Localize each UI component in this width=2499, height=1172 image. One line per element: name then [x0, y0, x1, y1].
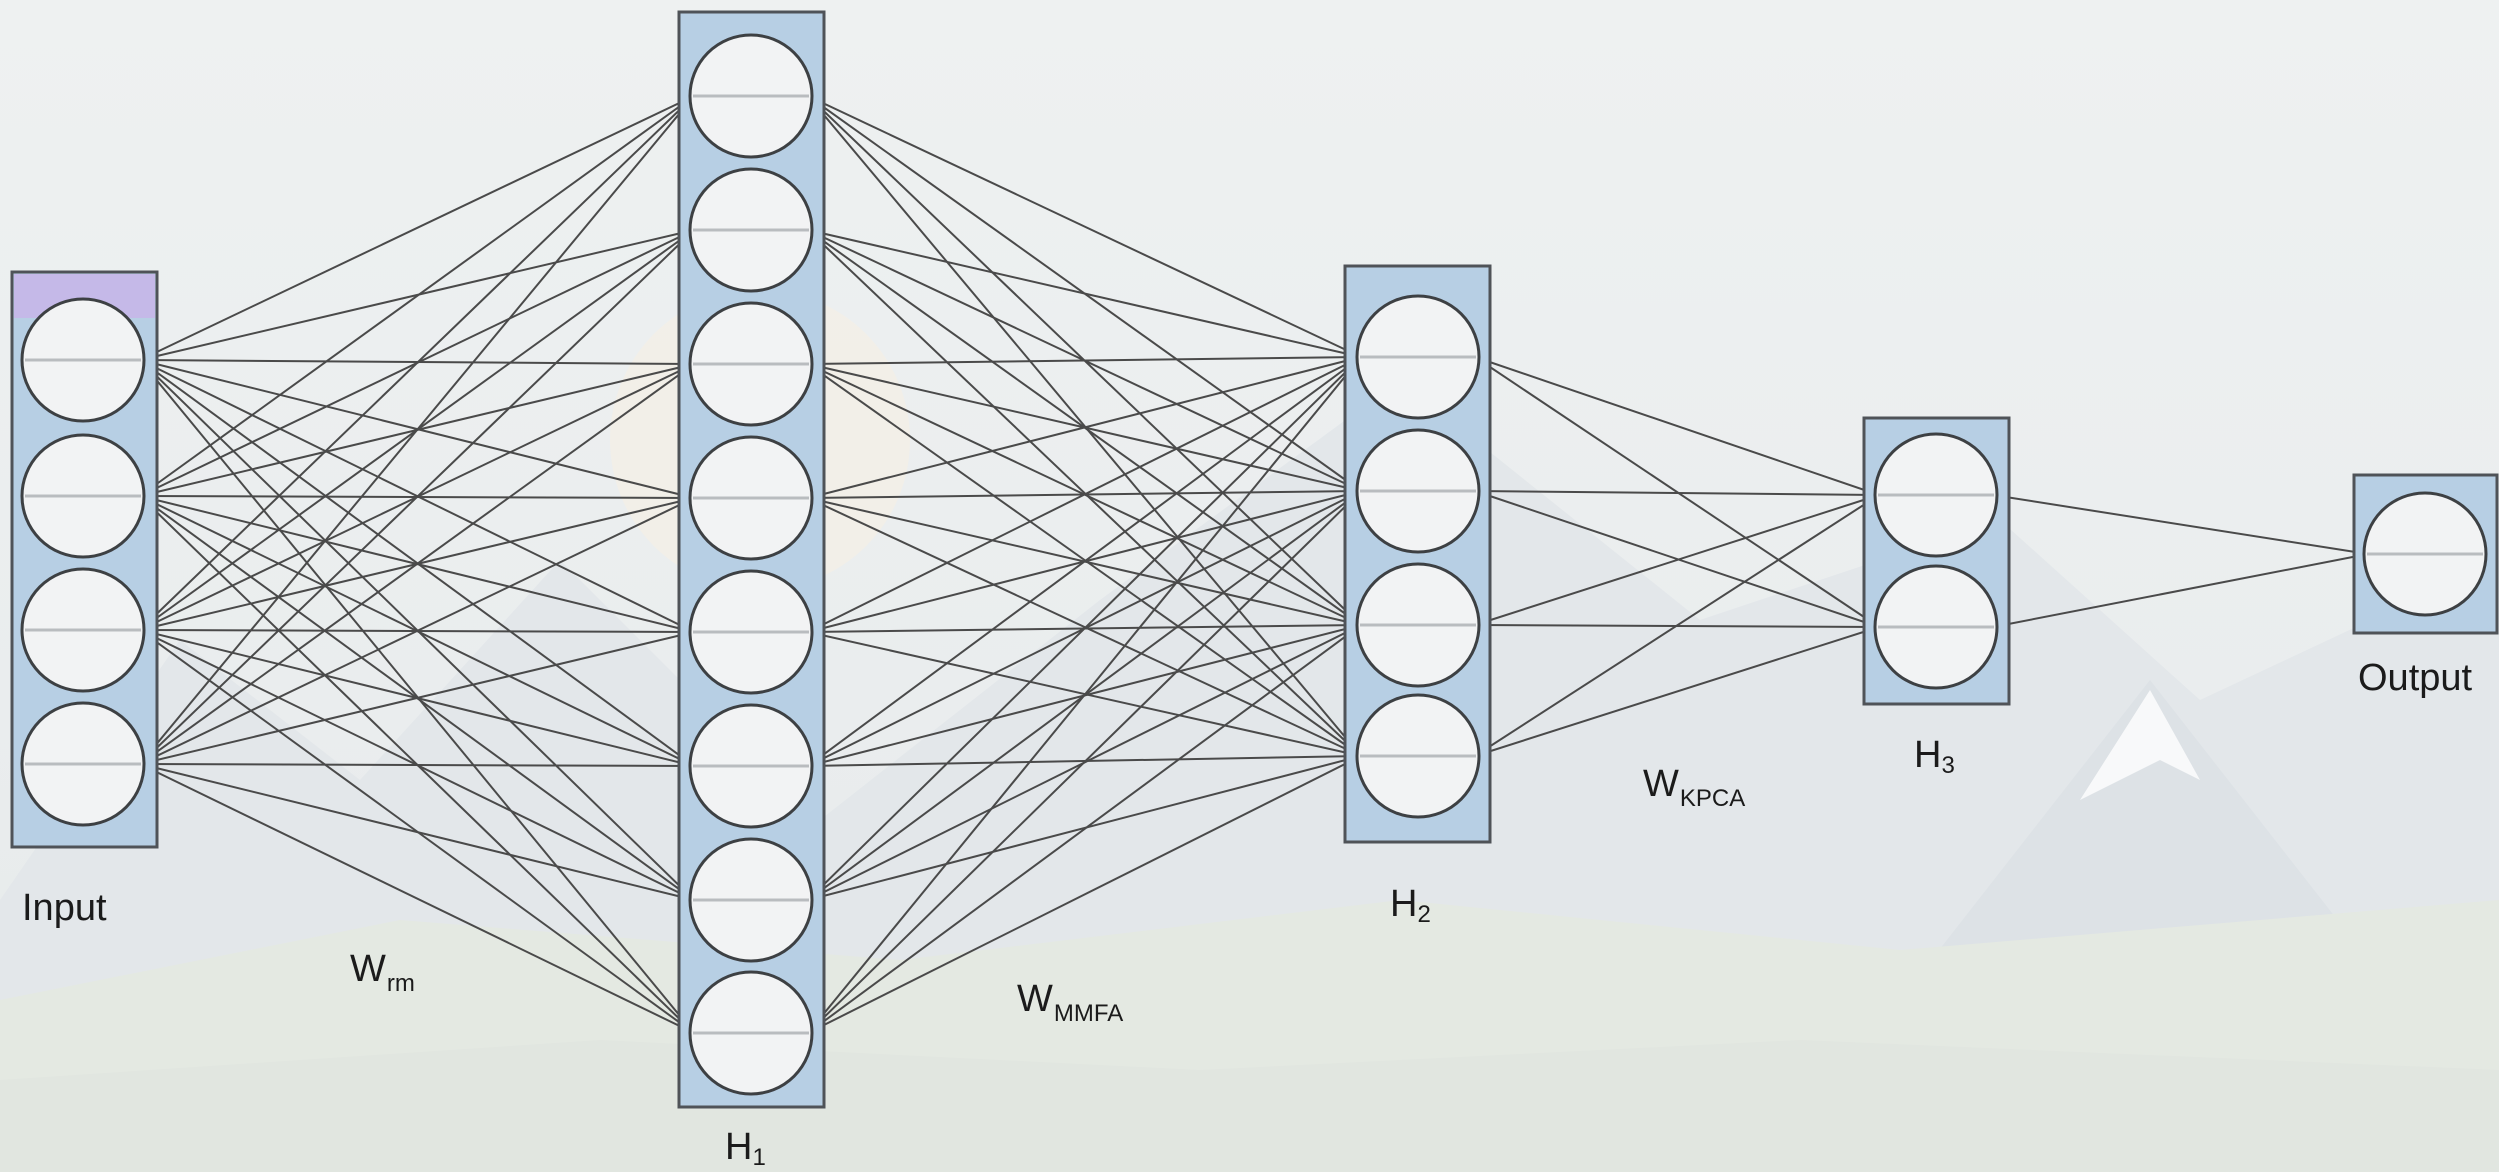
connection-line	[807, 356, 1362, 1034]
connection-line	[139, 763, 695, 1034]
connection-line	[807, 356, 1362, 633]
connection-line	[1992, 494, 2369, 555]
connection-line	[807, 356, 1362, 767]
connection-line	[139, 631, 695, 765]
connection-line	[1474, 494, 1880, 626]
connection-line	[139, 363, 695, 765]
hidden-3-layer	[1862, 416, 2011, 706]
connection-line	[807, 363, 1362, 757]
hidden-layer-2-label: H2	[1390, 883, 1431, 928]
connection-line	[139, 763, 695, 767]
connection-line	[139, 95, 695, 765]
connection-line	[139, 359, 695, 1034]
layers	[10, 10, 2499, 1109]
connection-line	[1474, 356, 1880, 496]
weight-label-rm: Wrm	[350, 948, 415, 997]
connection-line	[807, 95, 1362, 757]
input-layer-label: Input	[22, 887, 107, 929]
connections	[139, 95, 2369, 1034]
connection-line	[807, 490, 1362, 1034]
connection-line	[807, 356, 1362, 365]
input-layer	[10, 270, 159, 849]
connection-line	[807, 229, 1362, 757]
connection-line	[139, 763, 695, 901]
output-layer-label: Output	[2358, 657, 2473, 699]
hidden-layer-3-label: H3	[1914, 734, 1955, 779]
connection-line	[807, 229, 1362, 358]
connection-line	[807, 755, 1362, 1034]
hidden-layer-1-label: H1	[725, 1126, 766, 1171]
connection-line	[139, 497, 695, 765]
connection-line	[807, 497, 1362, 757]
weight-label-kpca: WKPCA	[1643, 763, 1746, 812]
connection-line	[1474, 626, 1880, 757]
connection-line	[807, 624, 1362, 1034]
weight-label-mmfa: WMMFA	[1017, 978, 1124, 1027]
connection-line	[139, 95, 695, 497]
connection-line	[139, 95, 695, 361]
connection-line	[807, 95, 1362, 358]
connection-line	[1474, 490, 1880, 496]
output-layer	[2352, 473, 2499, 635]
connection-line	[807, 356, 1362, 901]
connection-line	[807, 356, 1362, 499]
connection-line	[1474, 494, 1880, 757]
connection-line	[139, 95, 695, 631]
hidden-2-layer	[1343, 264, 1492, 844]
hidden-1-layer	[677, 10, 826, 1109]
connection-line	[1992, 553, 2369, 628]
connection-line	[139, 229, 695, 765]
